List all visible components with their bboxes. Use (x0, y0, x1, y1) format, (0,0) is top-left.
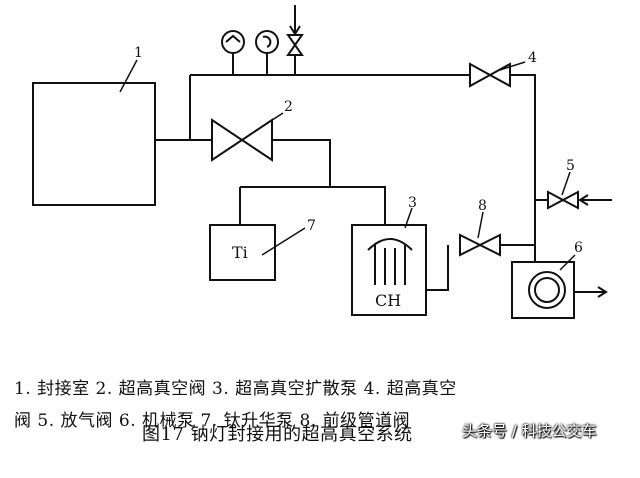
mechanical-pump (511, 261, 575, 319)
valve-4 (469, 62, 511, 88)
leader-3 (404, 207, 413, 229)
leader-4 (499, 61, 526, 71)
leader-2 (259, 112, 284, 129)
vent-arrow (578, 194, 612, 206)
gauge-stems (232, 52, 296, 75)
leader-5 (561, 171, 571, 196)
valve-8 (459, 233, 501, 257)
leader-8 (477, 211, 484, 239)
watermark: 头条号 / 科技公交车 (462, 422, 597, 440)
label-6: 6 (574, 240, 583, 256)
foreline-drop (426, 245, 449, 291)
leader-7 (261, 227, 306, 256)
legend-line-1: 1. 封接室 2. 超高真空阀 3. 超高真空扩散泵 4. 超高真空 (14, 379, 457, 399)
label-7: 7 (307, 218, 316, 234)
diffusion-pump-jet (367, 238, 413, 285)
top-inlet-arrow (289, 5, 301, 36)
label-8: 8 (478, 198, 487, 214)
label-4: 4 (528, 50, 537, 66)
lower-branch-pipe (239, 186, 386, 225)
sealing-chamber (32, 82, 156, 206)
pump-rotor-inner (534, 277, 560, 303)
figure-caption: 图17 钠灯封接用的超高真空系统 (142, 424, 413, 445)
valve-2 (211, 118, 273, 162)
gauge-left-icon (221, 30, 245, 54)
ti-label: Ti (232, 243, 248, 262)
legend-line-2: 阀 5. 放气阀 6. 机械泵 7. 钛升华泵 8. 前级管道阀 (14, 411, 411, 431)
ch-label: CH (375, 291, 401, 310)
label-5: 5 (566, 158, 575, 174)
label-3: 3 (408, 195, 417, 211)
leader-1 (119, 59, 138, 93)
pump-rotor-outer (528, 271, 566, 309)
pump-exhaust-arrow (574, 286, 608, 298)
right-vertical-pipe (510, 74, 536, 262)
gauge-right-icon (255, 30, 279, 54)
valve-5 (547, 190, 579, 210)
label-1: 1 (134, 45, 143, 61)
valve2-pipe (190, 139, 331, 187)
leader-6 (559, 254, 576, 271)
vacuum-system-diagram: Ti CH 1 2 3 4 5 6 7 8 (32, 5, 612, 319)
titanium-sublimation-pump (209, 224, 276, 281)
top-inlet-valve (286, 34, 304, 56)
label-2: 2 (284, 99, 293, 115)
